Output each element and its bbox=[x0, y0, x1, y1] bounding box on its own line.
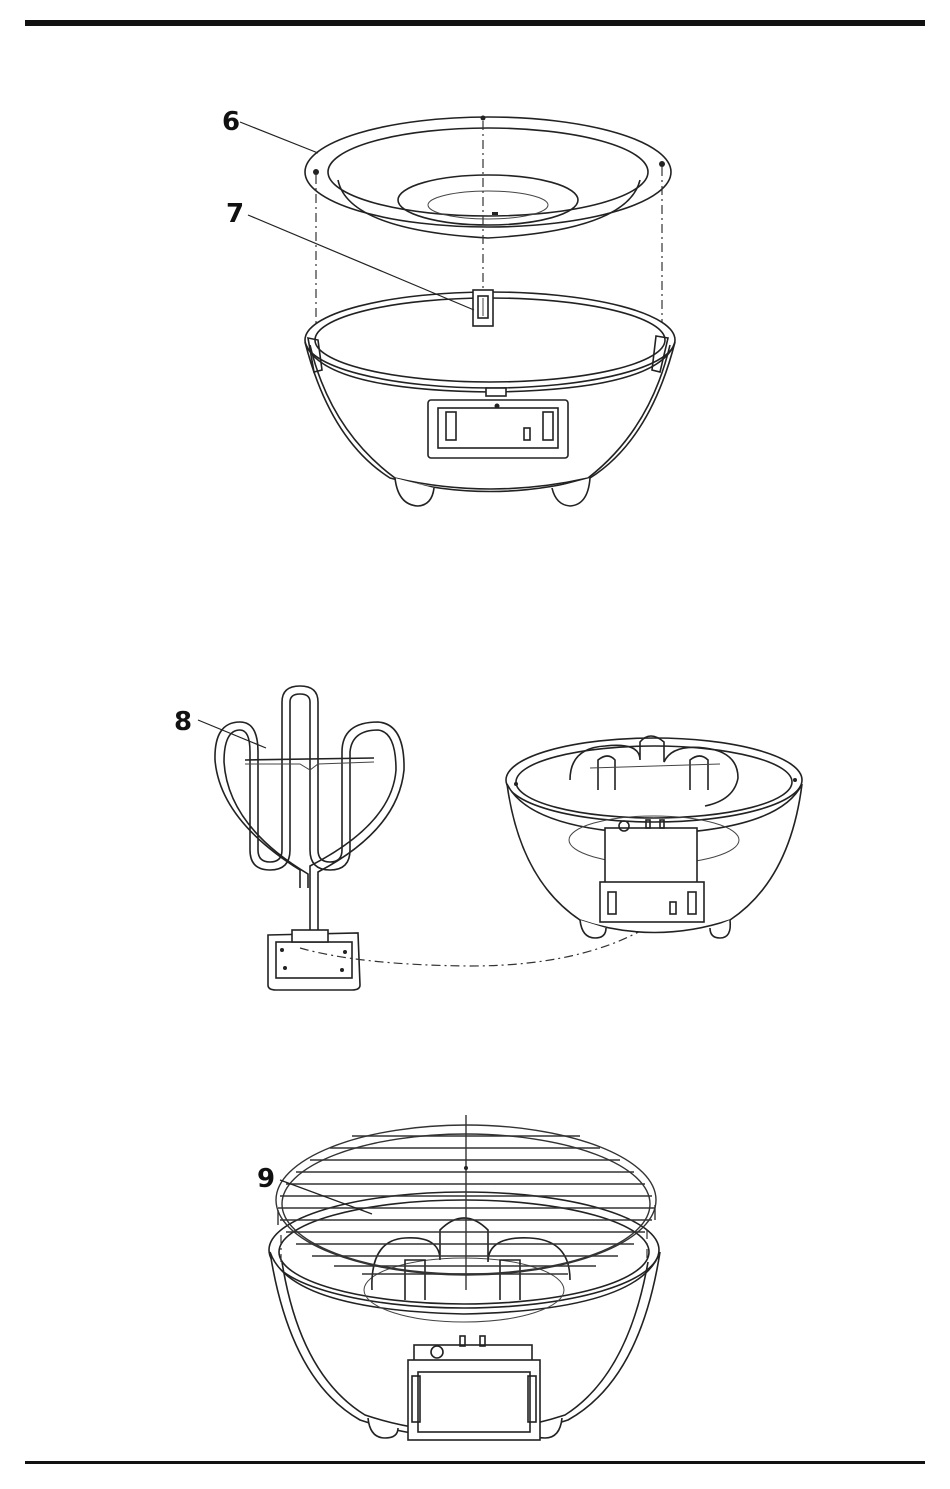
heating-element-clip-part-7 bbox=[473, 290, 493, 326]
drip-pan-part-6 bbox=[305, 116, 671, 239]
callout-9: 9 bbox=[257, 1164, 275, 1194]
callout-6: 6 bbox=[222, 107, 240, 137]
base-with-element-fig2 bbox=[506, 736, 802, 938]
heating-element-part-8 bbox=[215, 686, 404, 990]
grill-body-fig3 bbox=[269, 1192, 660, 1440]
callout-8: 8 bbox=[174, 707, 192, 737]
callout-7: 7 bbox=[226, 199, 244, 229]
